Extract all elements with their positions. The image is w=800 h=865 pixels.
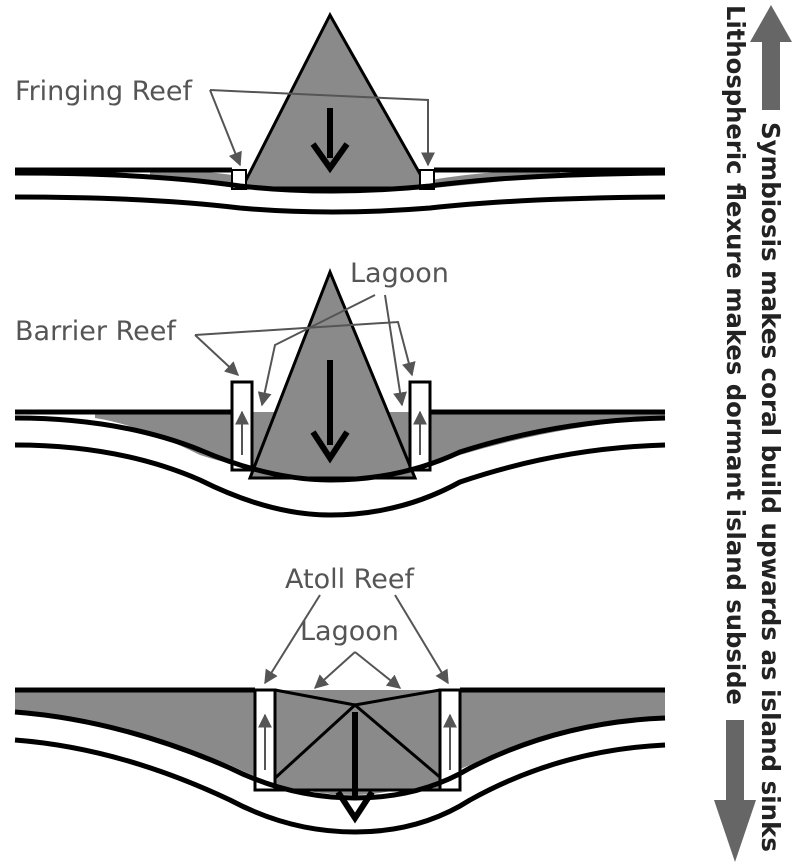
down-arrow-icon	[714, 720, 756, 862]
atoll-reef-label: Atoll Reef	[285, 564, 415, 595]
sunken-island	[258, 703, 460, 792]
lagoon-label: Lagoon	[350, 258, 449, 289]
subsidence-arrowhead	[310, 142, 350, 174]
lithosphere-upper	[14, 415, 666, 483]
lithosphere-upper	[14, 170, 666, 194]
lithosphere-lower	[14, 737, 666, 835]
flexure-caption: Lithospheric flexure makes dormant islan…	[721, 5, 750, 705]
barrier-pointer-left	[194, 334, 240, 376]
atoll-pointer-left	[264, 594, 321, 685]
barrier-reef-stage: Lagoon Barrier Reef	[14, 258, 666, 518]
lithosphere-lower	[14, 442, 666, 518]
fringing-reef-stage: Fringing Reef	[14, 11, 666, 215]
lagoon-pointer-left	[313, 651, 356, 689]
fringing-pointer-right	[209, 89, 435, 167]
symbiosis-caption: Symbiosis makes coral build upwards as i…	[756, 122, 785, 852]
up-arrow-icon	[750, 5, 792, 110]
lagoon-pointer-left	[257, 294, 376, 407]
barrier-pointer-right	[194, 320, 416, 377]
sunken-island-edge	[274, 688, 356, 707]
lagoon-pointer-right	[384, 294, 407, 407]
atoll-pointer-right	[394, 594, 449, 685]
lagoon-pointer-right	[354, 651, 402, 689]
lagoon-label: Lagoon	[300, 616, 399, 647]
lithosphere-lower	[14, 194, 666, 215]
side-explanation: Symbiosis makes coral build upwards as i…	[714, 5, 792, 862]
subsidence-arrowhead	[310, 430, 350, 464]
volcanic-island	[239, 11, 431, 190]
barrier-reef-label: Barrier Reef	[15, 316, 177, 347]
sunken-island-edge	[354, 688, 441, 707]
fringing-pointer-left	[209, 89, 242, 167]
atoll-reef-stage: Atoll Reef Lagoon	[14, 564, 666, 835]
subsidence-arrowhead	[335, 790, 375, 824]
fringing-reef-label: Fringing Reef	[15, 76, 194, 107]
